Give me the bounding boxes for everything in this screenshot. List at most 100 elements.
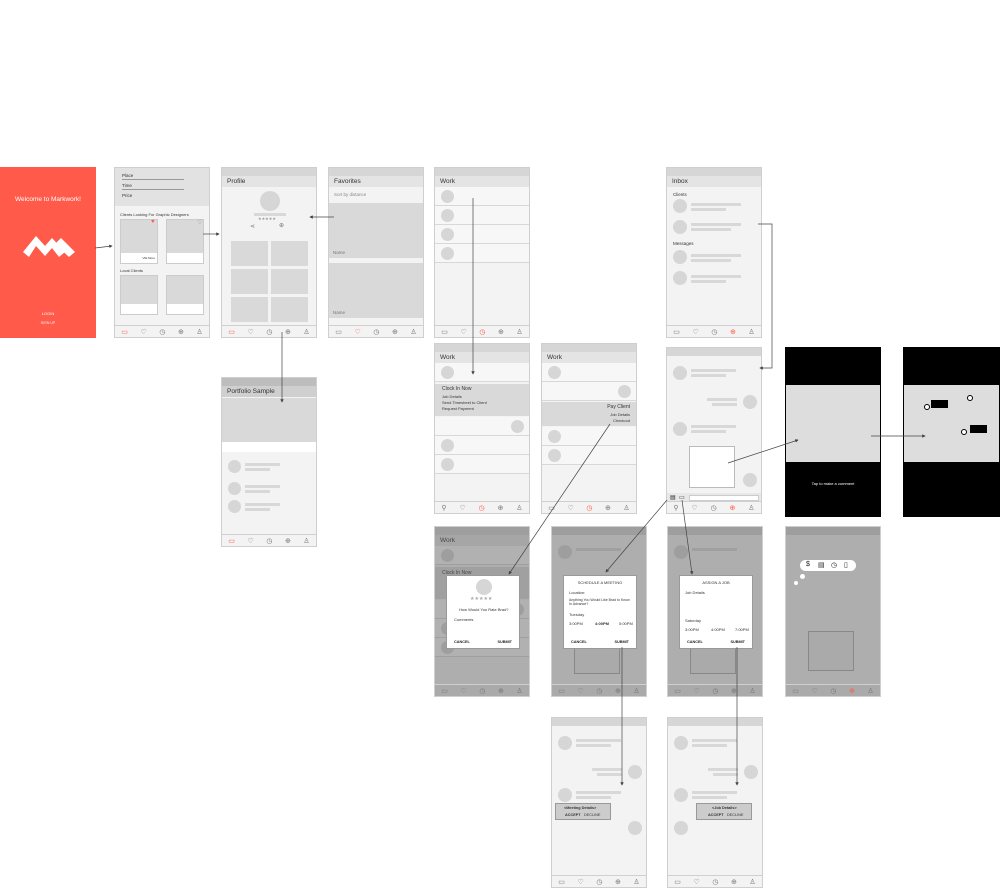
client-card[interactable] — [120, 275, 158, 315]
comment-marker[interactable] — [961, 429, 967, 435]
list-item[interactable] — [435, 417, 529, 436]
heart-icon[interactable]: ♡ — [693, 687, 700, 695]
search-icon[interactable]: ⊕ — [729, 328, 736, 336]
cancel-button[interactable]: CANCEL — [687, 640, 703, 644]
search-icon[interactable]: ⊕ — [848, 687, 855, 695]
list-item[interactable] — [435, 225, 529, 244]
bag-icon[interactable]: ▭ — [558, 687, 565, 695]
list-item[interactable] — [435, 244, 529, 263]
location-field[interactable]: Location: — [569, 590, 586, 595]
user-icon[interactable]: ♙ — [633, 878, 640, 886]
search-icon[interactable]: ⊕ — [391, 328, 398, 336]
bag-icon[interactable]: ▭ — [558, 878, 565, 886]
client-card[interactable] — [166, 219, 204, 264]
heart-icon[interactable]: ♡ — [459, 504, 466, 512]
menu-item[interactable]: Send Timesheet to Client — [442, 400, 487, 405]
calendar-icon[interactable]: ▤ — [818, 562, 825, 569]
heart-icon[interactable]: ♡ — [460, 328, 467, 336]
shared-image[interactable] — [689, 446, 735, 488]
calendar-icon[interactable]: ▤ — [670, 495, 676, 501]
bag-icon[interactable]: ▭ — [228, 537, 235, 545]
clock-icon[interactable]: ◷ — [712, 687, 719, 695]
list-item[interactable] — [542, 427, 636, 446]
heart-icon[interactable]: ♡ — [197, 220, 203, 226]
time-option[interactable]: 3:00PM — [685, 627, 699, 632]
accept-button[interactable]: ACCEPT — [565, 813, 581, 817]
heart-icon[interactable]: ♡ — [577, 687, 584, 695]
bag-icon[interactable]: ▭ — [792, 687, 799, 695]
sort-label[interactable]: Sort by distance — [334, 192, 367, 197]
user-icon[interactable]: ♙ — [748, 504, 755, 512]
user-icon[interactable]: ♙ — [516, 504, 523, 512]
share-icon[interactable]: ⋖ — [250, 224, 256, 230]
user-icon[interactable]: ♙ — [516, 328, 523, 336]
job-details-link[interactable]: <Job Details> — [712, 806, 737, 810]
submit-button[interactable]: SUBMIT — [614, 640, 629, 644]
bag-icon[interactable]: ▭ — [548, 504, 555, 512]
clock-icon[interactable]: ◷ — [479, 328, 486, 336]
clock-icon[interactable]: ◷ — [266, 328, 273, 336]
user-icon[interactable]: ♙ — [749, 878, 756, 886]
clock-icon[interactable]: ◷ — [478, 504, 485, 512]
message-input[interactable] — [689, 495, 759, 501]
client-card[interactable] — [166, 275, 204, 315]
search-icon[interactable]: ⊕ — [284, 328, 291, 336]
submit-button[interactable]: SUBMIT — [497, 640, 512, 644]
clock-icon[interactable]: ◷ — [596, 687, 603, 695]
filter-place[interactable]: Place — [122, 173, 134, 178]
bag-icon[interactable]: ▭ — [674, 878, 681, 886]
search-icon[interactable]: ⊕ — [730, 687, 737, 695]
user-icon[interactable]: ♙ — [410, 328, 417, 336]
client-card[interactable]: VIE More — [120, 219, 158, 264]
list-item[interactable] — [435, 436, 529, 455]
user-icon[interactable]: ♙ — [196, 328, 203, 336]
accept-button[interactable]: ACCEPT — [708, 813, 724, 817]
list-item[interactable] — [542, 382, 636, 401]
user-icon[interactable]: ♙ — [303, 328, 310, 336]
dollar-icon[interactable]: $ — [806, 561, 810, 568]
signup-button[interactable]: SIGN UP — [40, 321, 56, 325]
search-icon[interactable]: ⊕ — [729, 504, 736, 512]
comments-field[interactable]: Comments — [454, 617, 474, 622]
clock-icon[interactable]: ◷ — [712, 878, 719, 886]
menu-item[interactable]: Checkout — [613, 418, 630, 423]
heart-icon[interactable]: ♡ — [691, 504, 698, 512]
list-item[interactable] — [435, 206, 529, 225]
job-details-field[interactable]: Job Details — [685, 590, 705, 595]
clock-icon[interactable]: ◷ — [831, 562, 838, 569]
user-icon[interactable]: ♙ — [516, 687, 523, 695]
rating-stars[interactable]: ★★★★★ — [470, 596, 493, 602]
search-icon[interactable]: ⊕ — [177, 328, 184, 336]
time-option[interactable]: 7:00PM — [735, 627, 749, 632]
cancel-button[interactable]: CANCEL — [454, 640, 470, 644]
list-item[interactable] — [542, 446, 636, 465]
search-icon[interactable]: ⚲ — [441, 504, 447, 512]
filter-price[interactable]: Price — [122, 193, 133, 198]
bag-icon[interactable]: ▭ — [441, 328, 448, 336]
user-icon[interactable]: ♙ — [633, 687, 640, 695]
clock-icon[interactable]: ◷ — [830, 687, 837, 695]
decline-button[interactable]: DECLINE — [727, 813, 744, 817]
meeting-details-link[interactable]: <Meeting Details> — [564, 806, 597, 810]
clockin-button[interactable]: Clock In Now — [442, 386, 472, 392]
heart-icon[interactable]: ♡ — [354, 328, 361, 336]
bag-icon[interactable]: ▭ — [679, 495, 685, 501]
bag-icon[interactable]: ▭ — [441, 687, 448, 695]
heart-icon[interactable]: ♡ — [693, 878, 700, 886]
clock-icon[interactable]: ◷ — [711, 328, 718, 336]
menu-item[interactable]: Request Payment — [442, 406, 474, 411]
heart-icon[interactable]: ♡ — [460, 687, 467, 695]
user-icon[interactable]: ♙ — [623, 504, 630, 512]
bag-icon[interactable]: ▭ — [673, 328, 680, 336]
user-icon[interactable]: ♙ — [867, 687, 874, 695]
search-icon[interactable]: ⊕ — [497, 687, 504, 695]
search-icon[interactable]: ⊕ — [730, 878, 737, 886]
heart-icon[interactable]: ♥ — [151, 219, 155, 225]
clock-icon[interactable]: ◷ — [710, 504, 717, 512]
submit-button[interactable]: SUBMIT — [730, 640, 745, 644]
bag-icon[interactable]: ▭ — [674, 687, 681, 695]
bag-icon[interactable]: ▭ — [121, 328, 128, 336]
clock-icon[interactable]: ◷ — [373, 328, 380, 336]
time-option[interactable]: 5:00PM — [619, 621, 633, 626]
heart-icon[interactable]: ♡ — [811, 687, 818, 695]
